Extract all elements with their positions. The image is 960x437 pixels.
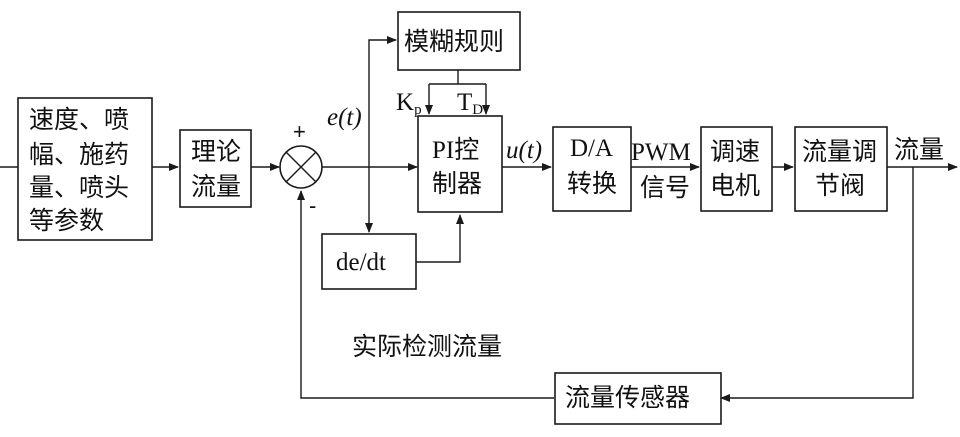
sensor-label: 流量传感器	[565, 384, 690, 412]
block-motor: 调速 电机	[700, 126, 773, 212]
pwm-label-2: 信号	[640, 174, 690, 202]
td-label: TD	[457, 89, 483, 118]
valve-line-1: 流量调	[802, 138, 877, 166]
params-line-2: 幅、施药	[29, 141, 129, 169]
block-fuzzy-rules: 模糊规则	[397, 11, 521, 71]
theory-line-1: 理论	[191, 138, 241, 166]
pi-line-2: 制器	[432, 170, 482, 198]
plus-sign: +	[293, 119, 306, 144]
params-line-1: 速度、喷	[29, 106, 129, 134]
pwm-label-1: PWM	[631, 139, 691, 166]
feedback-label: 实际检测流量	[352, 333, 502, 361]
block-params: 速度、喷 幅、施药 量、喷头 等参数	[17, 97, 153, 241]
error-to-fuzzy-arrow	[368, 36, 397, 167]
deriv-label: de/dt	[336, 249, 386, 276]
motor-line-1: 调速	[710, 138, 760, 166]
deriv-to-pi-arrow	[416, 214, 464, 263]
fuzzy-label: 模糊规则	[404, 28, 504, 56]
da-line-1: D/A	[570, 135, 613, 162]
output-flow-label: 流量	[894, 136, 944, 164]
kp-label: Kp	[396, 89, 422, 118]
valve-line-2: 节阀	[815, 172, 865, 200]
block-theory-flow: 理论 流量	[179, 129, 252, 208]
params-line-3: 量、喷头	[29, 174, 129, 202]
feedback-arrow	[297, 190, 554, 399]
da-line-2: 转换	[567, 170, 617, 198]
minus-sign: -	[309, 193, 316, 218]
block-pi-controller: PI控 制器	[417, 115, 503, 213]
connections	[0, 36, 958, 402]
motor-line-2: 电机	[710, 172, 760, 200]
control-signal-label: u(t)	[506, 137, 542, 164]
pi-line-1: PI控	[432, 136, 479, 164]
output-to-sensor-arrow	[720, 167, 914, 402]
params-line-4: 等参数	[29, 207, 104, 235]
theory-line-2: 流量	[191, 173, 241, 201]
block-valve: 流量调 节阀	[794, 126, 888, 212]
summing-junction	[279, 145, 323, 189]
block-derivative: de/dt	[321, 233, 417, 290]
block-da-converter: D/A 转换	[552, 126, 632, 212]
block-flow-sensor: 流量传感器	[554, 372, 722, 425]
error-signal-label: e(t)	[327, 104, 362, 131]
